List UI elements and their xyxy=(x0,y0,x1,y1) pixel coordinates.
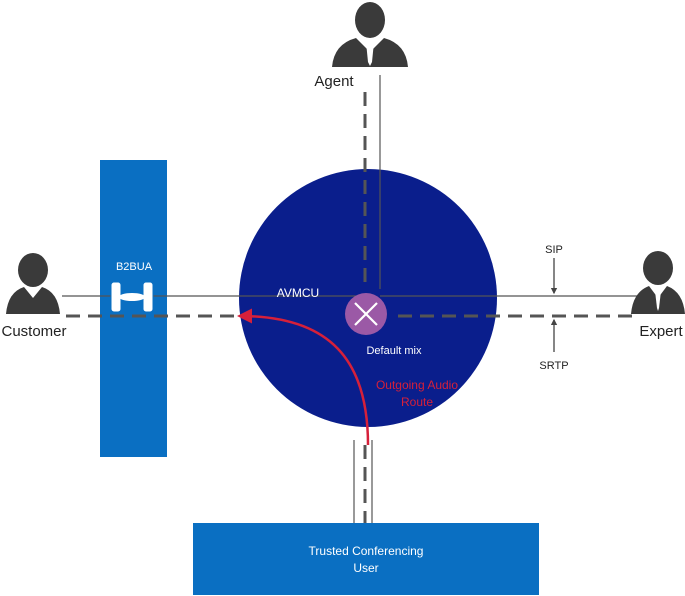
srtp-lines xyxy=(66,92,640,523)
route-label-line1: Outgoing Audio xyxy=(376,378,458,392)
default-mix-icon xyxy=(345,293,387,335)
expert-person-icon xyxy=(631,251,685,314)
b2bua-box xyxy=(100,160,167,457)
b2bua-label: B2BUA xyxy=(116,261,153,273)
tcu-box xyxy=(193,523,539,595)
avmcu-label: AVMCU xyxy=(277,286,319,300)
expert-label: Expert xyxy=(639,323,683,340)
tcu-label-line1: Trusted Conferencing xyxy=(309,544,424,558)
customer-label: Customer xyxy=(1,323,66,340)
agent-label: Agent xyxy=(314,73,354,90)
outgoing-audio-route-arrow xyxy=(237,308,370,446)
sip-label: SIP xyxy=(545,244,563,256)
b2bua-connector-icon xyxy=(110,281,154,313)
customer-person-icon xyxy=(6,253,60,314)
tcu-label-line2: User xyxy=(353,561,378,575)
srtp-label: SRTP xyxy=(539,360,568,372)
default-mix-label: Default mix xyxy=(366,345,422,357)
route-label-line2: Route xyxy=(401,395,433,409)
agent-person-icon xyxy=(332,2,408,67)
